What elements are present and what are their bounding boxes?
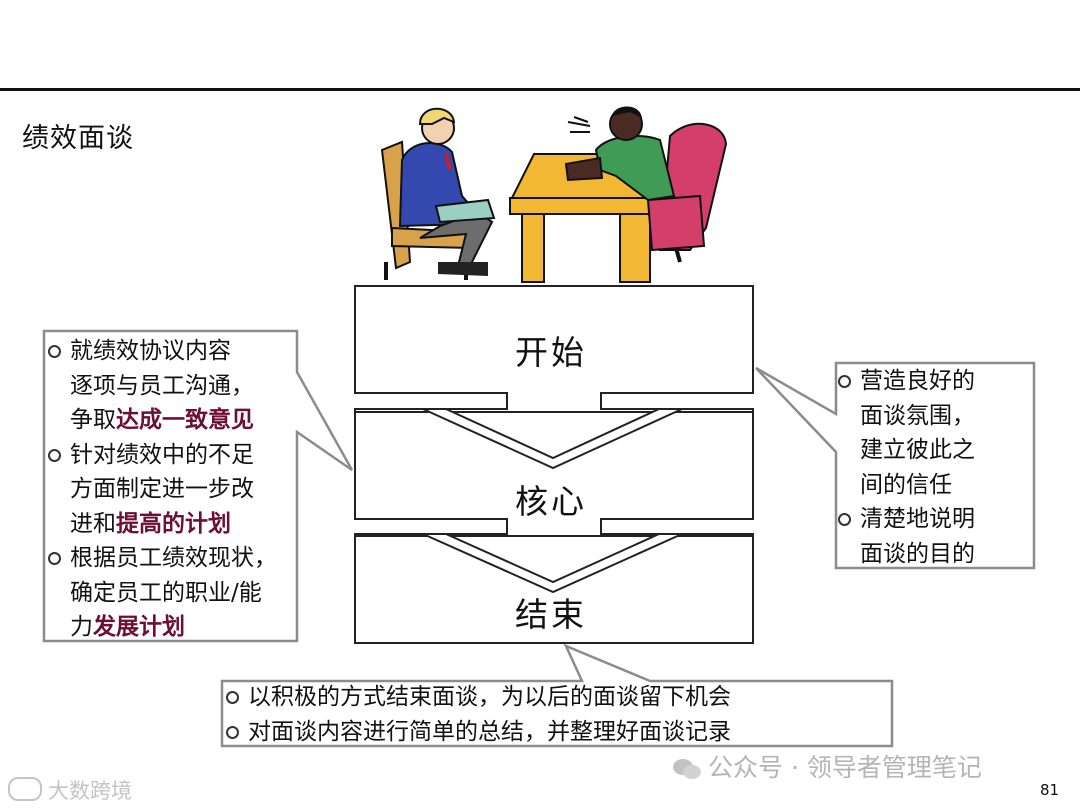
callout-text: 面谈氛围，: [860, 402, 975, 429]
callout-text: 清楚地说明: [860, 506, 975, 532]
callout-item: 营造良好的面谈氛围， 建立彼此之间的信任: [838, 364, 975, 502]
callout-line: 逐项与员工沟通，: [70, 369, 277, 404]
callout-text: 建立彼此之: [860, 437, 975, 463]
callout-text: 以积极的方式结束面谈，为以后的面谈留下机会: [248, 684, 731, 710]
bottom-callout-text: 以积极的方式结束面谈，为以后的面谈留下机会对面谈内容进行简单的总结，并整理好面谈…: [226, 680, 731, 749]
right-callout-text: 营造良好的面谈氛围， 建立彼此之间的信任清楚地说明面谈的目的: [838, 364, 975, 571]
callout-line: 针对绩效中的不足: [70, 438, 277, 473]
funnel-chevron-1: [422, 408, 683, 470]
left-callout-box: [42, 329, 354, 643]
callout-item: 就绩效协议内容逐项与员工沟通， 争取达成一致意见: [48, 334, 277, 438]
callout-text: 营造良好的: [860, 368, 975, 394]
callout-text: 逐项与员工沟通，: [70, 372, 254, 399]
header-rule: [0, 88, 1080, 91]
callout-line: 间的信任: [860, 468, 975, 503]
callout-line: 以积极的方式结束面谈，为以后的面谈留下机会: [248, 680, 731, 715]
left-callout-text: 就绩效协议内容逐项与员工沟通，争取达成一致意见针对绩效中的不足方面制定进一步改进…: [48, 334, 277, 645]
callout-text: 确定员工的职业/能: [70, 579, 262, 606]
callout-line: 力发展计划: [70, 610, 277, 645]
callout-item: 清楚地说明面谈的目的: [838, 502, 975, 571]
brand-logo-icon: [8, 777, 42, 801]
callout-item: 根据员工绩效现状，确定员工的职业/能力发展计划: [48, 541, 277, 645]
callout-line: 方面制定进一步改: [70, 472, 277, 507]
callout-text: 方面制定进一步改: [70, 476, 254, 502]
watermark-right: 公众号 · 领导者管理笔记: [672, 748, 982, 787]
callout-text: 根据员工绩效现状，: [70, 545, 277, 571]
callout-text: 针对绩效中的不足: [70, 441, 254, 468]
stage-label-start: 开始: [515, 333, 587, 372]
callout-text: 面谈的目的: [860, 540, 975, 567]
bullet-icon: [48, 448, 61, 462]
highlight-text: 发展计划: [93, 614, 185, 640]
callout-line: 进和提高的计划: [70, 507, 277, 542]
callout-line: 面谈氛围，: [860, 399, 975, 434]
callout-line: 争取达成一致意见: [70, 403, 277, 438]
callout-text: 进和: [70, 510, 116, 537]
callout-line: 对面谈内容进行简单的总结，并整理好面谈记录: [248, 715, 731, 750]
callout-line: 清楚地说明: [860, 502, 975, 537]
callout-text: 争取: [70, 407, 116, 433]
stage-label-end: 结束: [515, 595, 587, 634]
callout-text: 间的信任: [860, 471, 952, 498]
bullet-icon: [48, 345, 61, 358]
callout-item: 以积极的方式结束面谈，为以后的面谈留下机会: [226, 680, 731, 715]
highlight-text: 提高的计划: [116, 510, 231, 537]
callout-line: 根据员工绩效现状，: [70, 541, 277, 576]
bullet-icon: [226, 725, 239, 739]
callout-item: 针对绩效中的不足方面制定进一步改进和提高的计划: [48, 438, 277, 542]
callout-text: 就绩效协议内容: [70, 338, 231, 364]
page-number: 81: [1040, 781, 1060, 799]
highlight-text: 达成一致意见: [116, 407, 254, 433]
watermark-right-text: 公众号 · 领导者管理笔记: [708, 753, 982, 782]
stage-label-core: 核心: [515, 482, 587, 521]
watermark-left-text: 大数跨境: [48, 779, 132, 803]
bullet-icon: [48, 552, 61, 565]
callout-line: 建立彼此之: [860, 433, 975, 468]
callout-item: 对面谈内容进行简单的总结，并整理好面谈记录: [226, 715, 731, 750]
bullet-icon: [226, 691, 239, 704]
bottom-callout-box: [220, 643, 894, 748]
callout-text: 力: [70, 614, 93, 640]
callout-line: 营造良好的: [860, 364, 975, 399]
callout-line: 确定员工的职业/能: [70, 576, 277, 611]
funnel-chevron-2: [422, 533, 683, 594]
page-title: 绩效面谈: [22, 123, 134, 154]
callout-text: 对面谈内容进行简单的总结，并整理好面谈记录: [248, 718, 731, 745]
bullet-icon: [838, 375, 851, 388]
interview-illustration-icon: [380, 106, 728, 283]
bullet-icon: [838, 513, 851, 526]
watermark-left: 大数跨境: [8, 775, 132, 805]
right-callout-box: [755, 361, 1036, 570]
callout-line: 就绩效协议内容: [70, 334, 277, 369]
callout-line: 面谈的目的: [860, 537, 975, 572]
wechat-icon: [672, 757, 702, 787]
